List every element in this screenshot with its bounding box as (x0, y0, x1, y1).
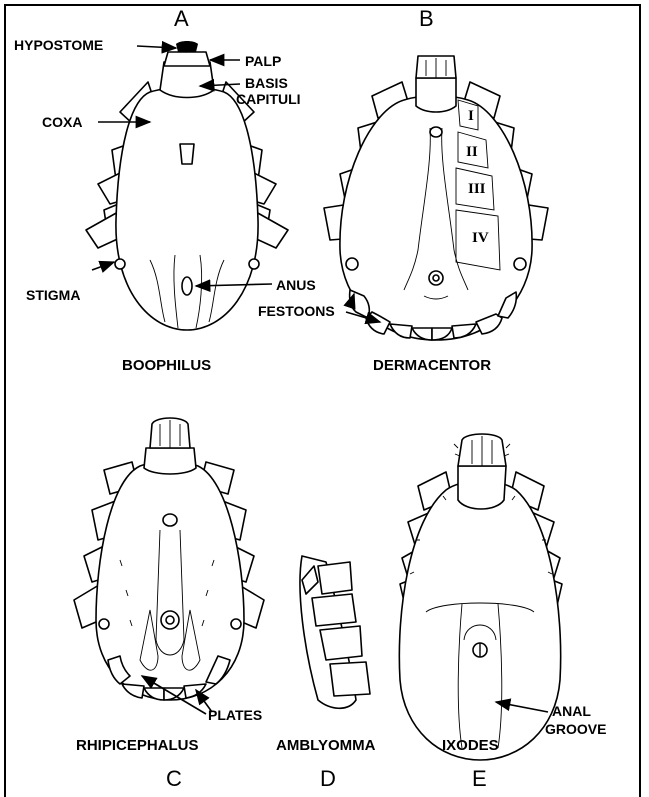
label-palp: PALP (245, 53, 281, 69)
label-plates: PLATES (208, 707, 262, 723)
ixodes-body (399, 481, 560, 760)
name-amblyomma: AMBLYOMMA (276, 737, 376, 754)
label-anus: ANUS (276, 277, 316, 293)
coxa-numeral-4: IV (472, 230, 489, 246)
label-coxa: COXA (42, 114, 82, 130)
label-stigma: STIGMA (26, 287, 80, 303)
name-rhipicephalus: RHIPICEPHALUS (76, 737, 199, 754)
specimen-ixodes (399, 434, 562, 760)
panel-letter-e: E (472, 766, 487, 791)
coxa-numeral-1: I (468, 108, 474, 124)
label-basis: BASIS (245, 75, 288, 91)
specimen-rhipicephalus (74, 418, 264, 700)
name-dermacentor: DERMACENTOR (373, 357, 491, 374)
name-boophilus: BOOPHILUS (122, 357, 211, 374)
panel-letter-b: B (419, 6, 434, 31)
label-festoons: FESTOONS (258, 303, 335, 319)
panel-letter-c: C (166, 766, 182, 791)
label-groove: GROOVE (545, 721, 606, 737)
coxa-numeral-3: III (468, 181, 486, 197)
coxa-numeral-2: II (466, 144, 478, 160)
label-hypostome: HYPOSTOME (14, 37, 103, 53)
name-ixodes: IXODES (442, 737, 499, 754)
specimen-amblyomma-leg (300, 556, 370, 708)
boophilus-basis-capituli (160, 62, 214, 98)
specimen-dermacentor: I II III IV (324, 56, 548, 340)
label-anal: ANAL (552, 703, 591, 719)
panel-letter-a: A (174, 6, 189, 31)
panel-letter-d: D (320, 766, 336, 791)
label-capituli: CAPITULI (236, 91, 301, 107)
